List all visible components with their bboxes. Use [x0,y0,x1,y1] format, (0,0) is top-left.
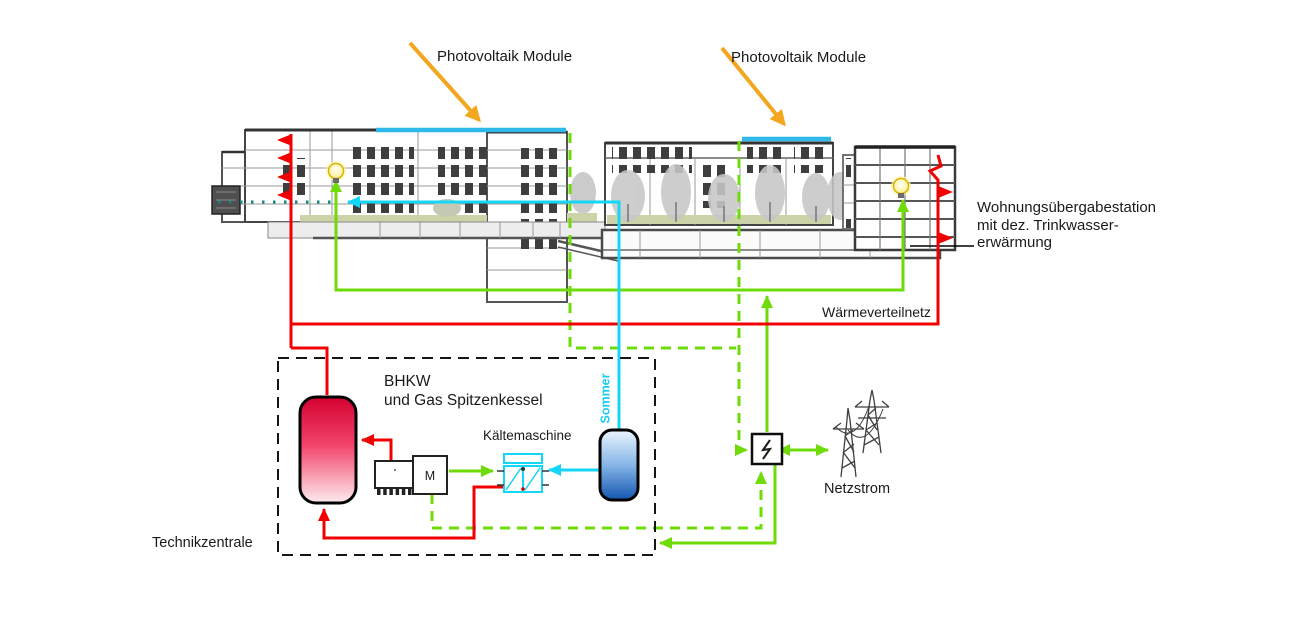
pv-left-feed-line [568,133,736,350]
power-pylon-icon [832,389,890,478]
bhkw-feed-line [430,471,767,530]
sun-arrow-icon [720,46,786,127]
transfer-station-line3: erwärmung [977,234,1053,251]
bhkw-line1: BHKW [384,373,431,390]
bhkw-engine-icon [374,460,416,495]
floor-heat-arrows [277,134,953,244]
motor-box [412,455,448,495]
building-left-complex [211,128,619,303]
grid-power-label: Netzstrom [824,481,891,497]
chiller-icon [497,453,549,493]
tree [570,172,596,214]
heat-network-label: Wärmeverteilnetz [822,304,931,320]
lamp-icon [891,176,911,198]
transfer-station-line1: Wohnungsübergabestation [977,199,1157,216]
lightning-icon [760,439,773,460]
pv-panels [376,127,831,142]
tank-riser [291,346,329,395]
hot-storage-tank [298,395,358,505]
pv-annotation-arrows [408,41,786,127]
pv-right-feed-line [735,141,748,456]
meter-to-plant-line [659,464,777,549]
plant-room-label: Technikzentrale [152,535,253,551]
plant-room-boundary [277,357,656,556]
pv-module-label-right: Photovoltaik Module [731,49,867,66]
motor-label: M [424,469,436,483]
summer-cold-line [347,196,621,429]
heat-distribution-line [291,154,943,326]
cold-lines [347,196,621,476]
heat-lines [277,134,953,540]
lamp-icon [326,161,346,183]
bhkw-label: BHKW und Gas Spitzenkessel [384,372,543,410]
bhkw-line2: und Gas Spitzenkessel [384,392,543,409]
bhkw-to-tank-line [361,434,393,465]
building-right-tower [842,145,974,252]
transfer-station-label: Wohnungsübergabestation mit dez. Trinkwa… [977,199,1156,252]
cold-storage-tank [598,428,640,502]
lamps [326,161,911,198]
grid-connection [750,389,890,478]
pv-module-label-left: Photovoltaik Module [437,48,573,65]
building-middle-rowhouses [600,141,942,260]
plant-room [277,357,656,556]
chiller-heat-line [318,485,505,540]
transfer-station-line2: mit dez. Trinkwasser- [977,216,1119,234]
chiller-label: Kältemaschine [483,428,572,443]
buildings-section [211,128,974,303]
sun-arrow-icon [408,41,482,123]
generated-electricity-lines [430,133,767,530]
summer-label: Sommer [598,373,613,424]
